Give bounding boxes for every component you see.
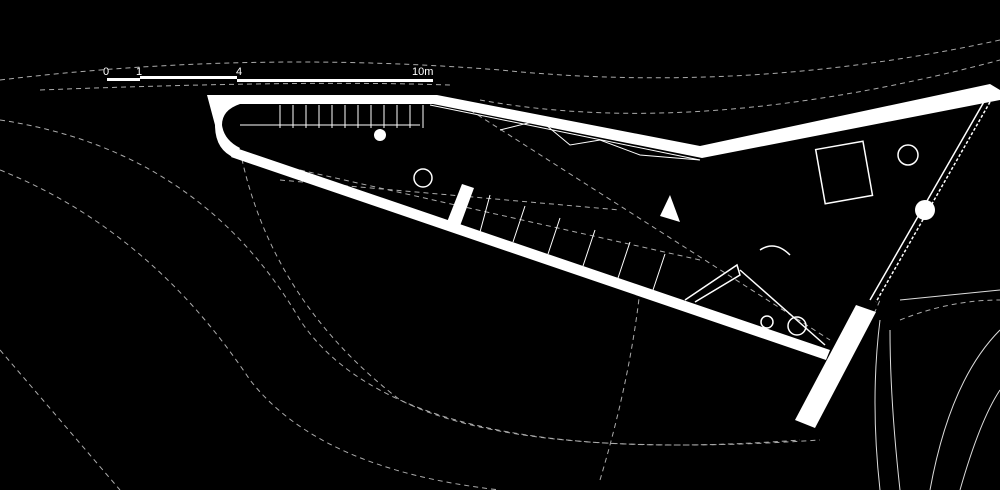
column [374, 129, 386, 141]
column [915, 200, 935, 220]
triangle-column [660, 195, 680, 222]
terrain-lines [874, 289, 1000, 490]
scale-bar [107, 76, 433, 82]
scale-label-4: 4 [236, 66, 243, 78]
entry-wall [795, 305, 876, 428]
walls [207, 84, 1000, 428]
upper-wall [207, 84, 1000, 158]
stairs [240, 104, 701, 161]
scale-label-1: 1 [136, 66, 143, 78]
scale-label-10m: 10m [412, 66, 434, 78]
partition-wall [447, 184, 474, 226]
scale-label-0: 0 [103, 66, 110, 78]
parking-bays [479, 194, 666, 291]
lower-wall [231, 148, 830, 360]
interior-lines [413, 99, 991, 346]
